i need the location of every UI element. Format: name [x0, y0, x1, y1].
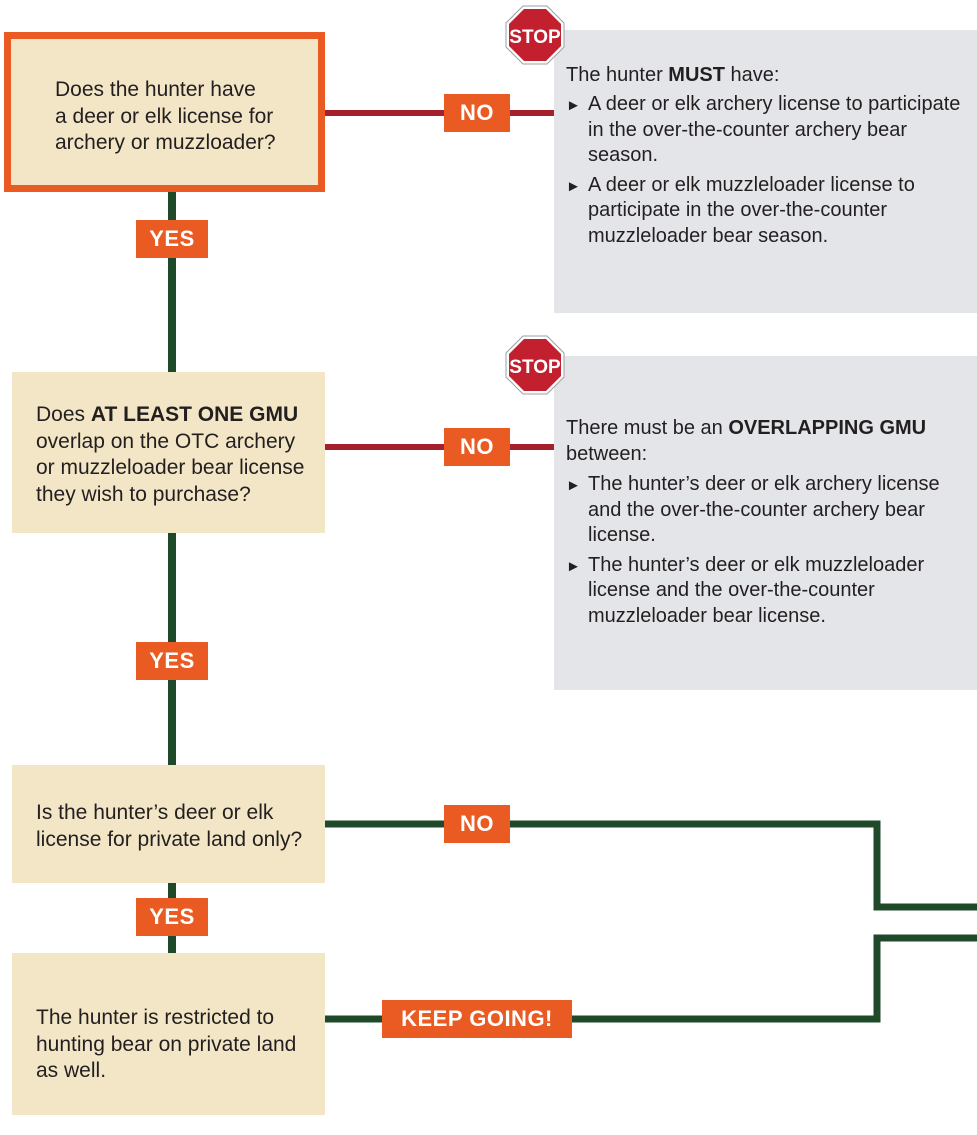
question-emphasis: AT LEAST ONE GMU: [90, 403, 299, 426]
question-line: they wish to purchase?: [36, 482, 251, 506]
question-text: Does: [36, 403, 91, 426]
keep-going-connector: [325, 934, 977, 1023]
list-item: ►The hunter’s deer or elk archery licens…: [566, 473, 940, 547]
right-triangle-arrow-icon: ►: [566, 97, 581, 114]
stop-sign-icon: STOP: [505, 5, 565, 65]
stop-box-overlapping-gmu: There must be an OVERLAPPING GMU between…: [554, 356, 977, 690]
question-box-archery-muzzleloader-license: Does the hunter have a deer or elk licen…: [4, 32, 325, 192]
question-line: Is the hunter’s deer or elk: [36, 801, 274, 824]
no-label: NO: [444, 94, 510, 132]
question-line: a deer or elk license for: [55, 104, 274, 128]
stop-sign-text: STOP: [509, 357, 561, 378]
yes-label: YES: [136, 642, 208, 680]
question-box-overlapping-gmu: Does AT LEAST ONE GMU overlap on the OTC…: [12, 372, 325, 533]
question-line: Does AT LEAST ONE GMU: [36, 402, 304, 429]
right-triangle-arrow-icon: ►: [566, 477, 581, 494]
result-line: as well.: [36, 1059, 107, 1083]
list-item: ►The hunter’s deer or elk muzzleloader l…: [566, 553, 925, 627]
question-line: Does the hunter have: [55, 78, 256, 101]
question-line: or muzzleloader bear license: [36, 456, 305, 480]
yes-label: YES: [136, 220, 208, 258]
question-line: license for private land only?: [36, 827, 303, 851]
stop-sign-icon: STOP: [505, 335, 565, 395]
stop-box-lead: The hunter MUST have:: [566, 64, 780, 86]
question-line: archery or muzzloader?: [55, 131, 276, 155]
right-triangle-arrow-icon: ►: [566, 177, 581, 195]
stop-box-license-requirement: The hunter MUST have: ►A deer or elk arc…: [554, 30, 977, 313]
stop-sign-text: STOP: [509, 27, 561, 48]
right-triangle-arrow-icon: ►: [566, 557, 581, 575]
stop-box-list: ►A deer or elk archery license to partic…: [566, 92, 969, 254]
result-line: The hunter is restricted to: [36, 1006, 275, 1029]
question-box-private-land-license: Is the hunter’s deer or elk license for …: [12, 765, 325, 883]
yes-label: YES: [136, 898, 208, 936]
no-label: NO: [444, 428, 510, 466]
list-item: ►A deer or elk archery license to partic…: [566, 93, 961, 167]
list-item: ►A deer or elk muzzleloader license to p…: [566, 173, 915, 247]
stop-box-list: ►The hunter’s deer or elk archery licens…: [566, 472, 969, 634]
stop-box-lead: There must be an OVERLAPPING GMU between…: [566, 417, 927, 465]
question-line: overlap on the OTC archery: [36, 429, 296, 453]
result-box-private-land-restriction: The hunter is restricted to hunting bear…: [12, 953, 325, 1115]
result-line: hunting bear on private land: [36, 1032, 297, 1056]
no-label: NO: [444, 805, 510, 843]
keep-going-label: KEEP GOING!: [382, 1000, 572, 1038]
no-connector-3: [325, 820, 977, 911]
